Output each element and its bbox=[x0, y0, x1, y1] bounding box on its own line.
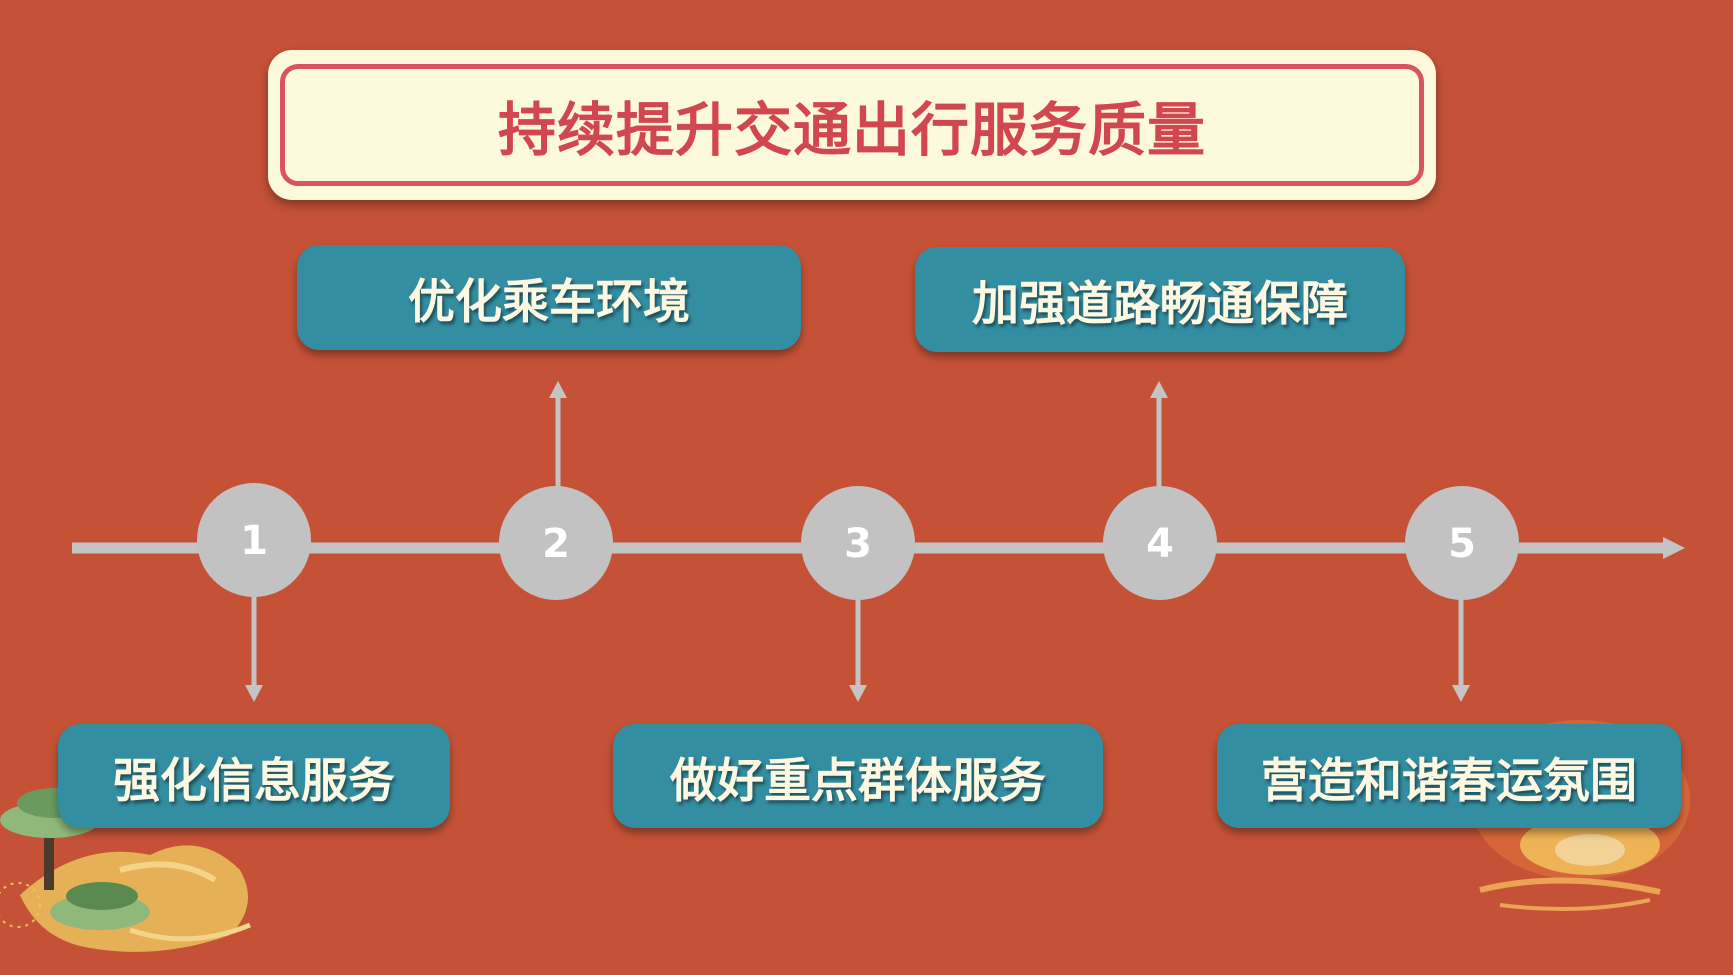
step-box-5: 营造和谐春运氛围 bbox=[1217, 724, 1681, 828]
step-box-1: 强化信息服务 bbox=[58, 724, 450, 828]
page-title: 持续提升交通出行服务质量 bbox=[497, 96, 1206, 164]
node-number: 3 bbox=[844, 521, 872, 567]
title-border: 持续提升交通出行服务质量 bbox=[280, 64, 1424, 186]
node-number: 5 bbox=[1448, 521, 1476, 567]
step-box-2: 优化乘车环境 bbox=[297, 245, 801, 350]
step-label: 做好重点群体服务 bbox=[670, 753, 1046, 809]
node-number: 1 bbox=[240, 518, 268, 564]
step-label: 加强道路畅通保障 bbox=[972, 277, 1348, 332]
connector-5 bbox=[1452, 595, 1470, 702]
timeline-node-3: 3 bbox=[801, 486, 915, 600]
step-box-3: 做好重点群体服务 bbox=[613, 724, 1103, 828]
node-number: 2 bbox=[542, 521, 570, 567]
pine-tree-cloud-ornament bbox=[0, 788, 251, 952]
node-number: 4 bbox=[1146, 521, 1174, 567]
timeline-axis-arrowhead bbox=[1663, 537, 1685, 559]
timeline-node-2: 2 bbox=[499, 486, 613, 600]
step-box-4: 加强道路畅通保障 bbox=[915, 247, 1405, 352]
timeline-node-1: 1 bbox=[197, 483, 311, 597]
connector-1 bbox=[245, 595, 263, 702]
connector-3 bbox=[849, 595, 867, 702]
title-panel: 持续提升交通出行服务质量 bbox=[268, 50, 1436, 200]
connector-2 bbox=[549, 381, 567, 490]
connector-4 bbox=[1150, 381, 1168, 490]
timeline-node-5: 5 bbox=[1405, 486, 1519, 600]
step-label: 强化信息服务 bbox=[113, 753, 395, 809]
step-label: 优化乘车环境 bbox=[408, 275, 690, 330]
step-label: 营造和谐春运氛围 bbox=[1261, 753, 1637, 809]
timeline-node-4: 4 bbox=[1103, 486, 1217, 600]
